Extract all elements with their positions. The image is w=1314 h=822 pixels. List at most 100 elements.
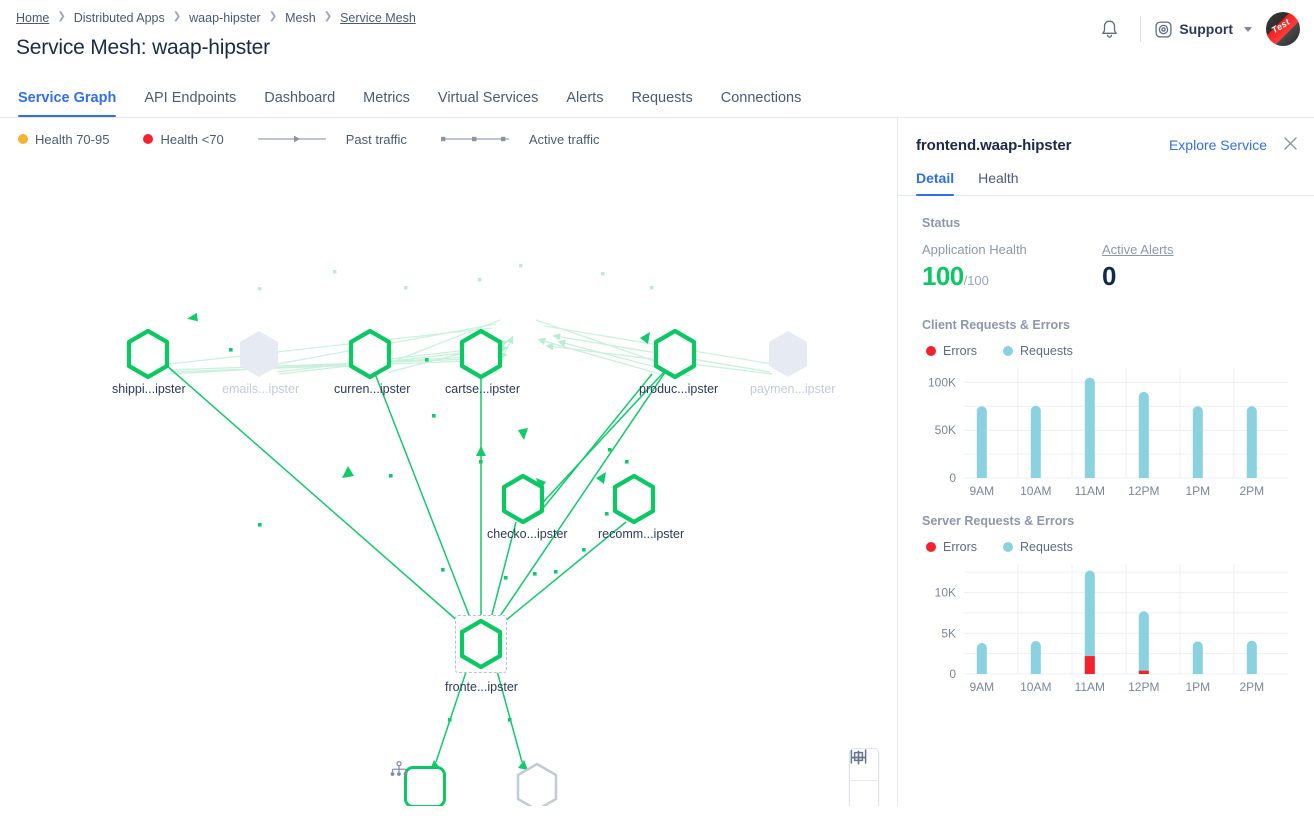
tab-requests[interactable]: Requests (631, 90, 693, 106)
health-red-dot-icon (143, 134, 154, 144)
breadcrumb: Home ❯ Distributed Apps ❯ waap-hipster ❯… (16, 8, 1298, 28)
close-icon[interactable] (1281, 134, 1300, 156)
breadcrumb-item-mesh[interactable]: Mesh (285, 11, 316, 25)
graph-node-cartservice[interactable]: cartse...ipster (445, 328, 521, 396)
tab-alerts[interactable]: Alerts (566, 90, 604, 106)
breadcrumb-item-distributed-apps[interactable]: Distributed Apps (73, 11, 165, 25)
svg-text:1PM: 1PM (1185, 484, 1210, 498)
client-chart-legend: Errors Requests (926, 344, 1296, 358)
svg-text:10AM: 10AM (1020, 484, 1051, 498)
graph-node-public[interactable]: public (389, 761, 461, 806)
tab-virtual-services[interactable]: Virtual Services (437, 90, 539, 106)
legend-health-70-95: Health 70-95 (18, 132, 109, 147)
detail-tab-detail[interactable]: Detail (916, 170, 966, 196)
plus-icon (851, 750, 866, 765)
detail-panel-title: frontend.waap-hipster (916, 136, 1072, 154)
node-label: cartse...ipster (445, 382, 521, 396)
node-label: checko...ipster (487, 527, 568, 541)
graph-node-payment[interactable]: paymen...ipster (750, 328, 836, 396)
hexagon-icon (652, 328, 698, 380)
avatar[interactable]: Test (1266, 12, 1300, 46)
hexagon-icon (765, 328, 811, 380)
page-title: Service Mesh: waap-hipster (16, 36, 270, 59)
graph-node-frontend[interactable]: fronte...ipster (445, 615, 518, 694)
health-number: 100 (922, 261, 964, 291)
svg-text:9AM: 9AM (969, 680, 994, 694)
tab-connections[interactable]: Connections (720, 90, 802, 106)
chevron-down-icon (1244, 26, 1252, 32)
svg-text:2PM: 2PM (1239, 680, 1264, 694)
breadcrumb-separator: ❯ (323, 11, 333, 22)
svg-text:11AM: 11AM (1075, 484, 1105, 498)
breadcrumb-separator: ❯ (268, 11, 278, 22)
status-grid: Application Health 100/100 Active Alerts… (922, 242, 1296, 292)
node-label: emails...ipster (222, 382, 300, 396)
node-label: paymen...ipster (750, 382, 836, 396)
detail-panel: frontend.waap-hipster Explore Service De… (898, 118, 1314, 806)
hexagon-icon (500, 473, 546, 525)
requests-dot-icon (1003, 346, 1014, 356)
svg-text:100K: 100K (928, 375, 956, 389)
graph-node-currency[interactable]: curren...ipster (334, 328, 411, 396)
graph-legend: Health 70-95 Health <70 Past traffic (0, 118, 897, 160)
breadcrumb-item-service-mesh[interactable]: Service Mesh (340, 11, 416, 25)
notifications-button[interactable] (1092, 12, 1126, 46)
graph-canvas[interactable]: shippi...ipster emails...ipster curren..… (0, 160, 897, 806)
legend-active-traffic: Active traffic (440, 132, 599, 147)
node-label: produc...ipster (639, 382, 719, 396)
legend-label: Health <70 (160, 131, 224, 147)
legend-label: Past traffic (345, 131, 407, 147)
graph-node-shipping[interactable]: shippi...ipster (112, 328, 186, 396)
health-amber-dot-icon (18, 134, 28, 144)
top-bar: Home ❯ Distributed Apps ❯ waap-hipster ❯… (0, 0, 1314, 70)
legend-requests[interactable]: Requests (1003, 540, 1073, 554)
support-menu[interactable]: Support (1155, 20, 1252, 38)
application-health-value: 100/100 (922, 261, 1102, 292)
hexagon-icon (347, 328, 393, 380)
graph-node-emails[interactable]: emails...ipster (222, 328, 300, 396)
legend-label: Requests (1020, 344, 1073, 358)
graph-edges (159, 264, 779, 770)
hexagon-icon (458, 328, 504, 380)
explore-service-link[interactable]: Explore Service (1168, 137, 1267, 153)
graph-node-loadgenerator[interactable]: loadgenerator (495, 761, 579, 806)
breadcrumb-item-waap-hipster[interactable]: waap-hipster (189, 11, 261, 25)
sitemap-icon (390, 761, 408, 776)
legend-errors[interactable]: Errors (926, 344, 977, 358)
hexagon-icon (236, 328, 282, 380)
errors-dot-icon (926, 346, 936, 356)
main-tabs: Service Graph API Endpoints Dashboard Me… (0, 70, 1314, 118)
graph-node-checkout[interactable]: checko...ipster (487, 473, 568, 541)
active-alerts-label[interactable]: Active Alerts (1102, 242, 1174, 257)
legend-errors[interactable]: Errors (926, 540, 977, 554)
graph-node-productcatalog[interactable]: produc...ipster (639, 328, 719, 396)
node-label: fronte...ipster (445, 680, 518, 694)
svg-text:2PM: 2PM (1239, 484, 1264, 498)
svg-text:12PM: 12PM (1128, 484, 1159, 498)
svg-text:0: 0 (949, 667, 956, 681)
status-section-title: Status (922, 216, 961, 230)
lifebuoy-icon (1155, 20, 1172, 38)
top-bar-divider (1140, 16, 1142, 42)
zoom-in-button[interactable] (850, 750, 878, 806)
legend-health-below-70: Health <70 (143, 131, 224, 147)
detail-tab-health[interactable]: Health (978, 170, 1019, 186)
zoom-controls (849, 748, 879, 806)
client-chart-title: Client Requests & Errors (922, 318, 1070, 332)
legend-requests[interactable]: Requests (1003, 344, 1073, 358)
tab-metrics[interactable]: Metrics (363, 90, 410, 106)
tab-service-graph[interactable]: Service Graph (16, 90, 130, 117)
node-label: recomm...ipster (598, 527, 685, 541)
tab-dashboard[interactable]: Dashboard (264, 90, 336, 106)
active-alerts-value: 0 (1102, 261, 1116, 291)
graph-node-recommendation[interactable]: recomm...ipster (598, 473, 685, 541)
node-label: curren...ipster (334, 382, 411, 396)
hexagon-icon (514, 761, 560, 806)
breadcrumb-item-home[interactable]: Home (16, 11, 50, 25)
legend-label: Errors (943, 344, 978, 358)
node-label: shippi...ipster (112, 382, 186, 396)
tab-api-endpoints[interactable]: API Endpoints (144, 90, 237, 106)
